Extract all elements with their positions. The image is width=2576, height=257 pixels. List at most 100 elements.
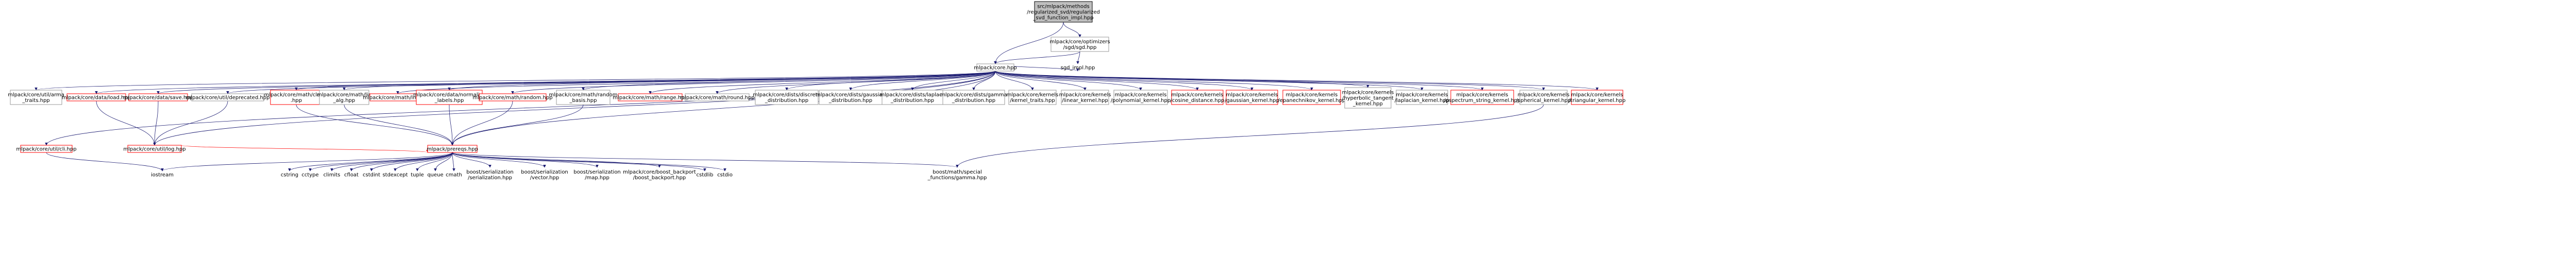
node-polynomial_kernel[interactable]: mlpack/core/kernels/polynomial_kernel.hp… (1111, 90, 1171, 105)
edge-prereqs-to-cstdint (370, 152, 453, 172)
node-prereqs[interactable]: mlpack/prereqs.hpp (427, 145, 478, 153)
node-label-line: mlpack/core/kernels (1007, 92, 1059, 98)
node-label-line: mlpack/core/math/round.hpp (680, 95, 754, 101)
node-label-line: mlpack/core/kernels (1059, 92, 1111, 98)
node-label-line: mlpack/core/util/log.hpp (123, 147, 185, 152)
node-lin[interactable]: mlpack/core/math/lin_alg.hpp (317, 90, 371, 105)
node-epanechnikov[interactable]: mlpack/core/kernels/epanechnikov_kernel.… (1278, 90, 1346, 105)
node-laplacian[interactable]: mlpack/core/kernels/laplacian_kernel.hpp (1395, 90, 1449, 105)
node-pspectrum[interactable]: mlpack/core/kernels/pspectrum_string_ker… (1444, 90, 1521, 105)
node-label-line: cstdio (717, 173, 733, 178)
node-laplace[interactable]: mlpack/core/dists/laplace_distribution.h… (879, 90, 945, 105)
node-spherical[interactable]: mlpack/core/kernels/spherical_kernel.hpp (1516, 90, 1571, 105)
node-label-line: cctype (301, 173, 318, 178)
node-label-line: mlpack/prereqs.hpp (427, 147, 478, 152)
node-cstdio: cstdio (717, 173, 733, 178)
node-gaussian_kernel[interactable]: mlpack/core/kernels/gaussian_kernel.hpp (1225, 90, 1279, 105)
node-round[interactable]: mlpack/core/math/round.hpp (680, 93, 755, 101)
node-box (755, 90, 819, 105)
node-cosine[interactable]: mlpack/core/kernels/cosine_distance.hpp (1170, 90, 1225, 105)
node-label-line: boost/math/special (933, 169, 981, 175)
node-label-line: boost/serialization (521, 169, 568, 175)
node-cfloat: cfloat (344, 173, 359, 178)
node-label-line: /spherical_kernel.hpp (1516, 98, 1571, 104)
node-deprecated[interactable]: mlpack/core/util/deprecated.hpp (185, 93, 270, 101)
node-label-line: mlpack/core/dists/gamma (940, 92, 1007, 98)
edge-prereqs-to-cstring (288, 152, 453, 172)
edge-prereqs-to-boost_backport (452, 152, 661, 168)
node-log[interactable]: mlpack/core/util/log.hpp (123, 145, 186, 153)
node-label-line: cstring (281, 173, 298, 178)
node-stdexcept: stdexcept (382, 173, 408, 178)
node-label-line: /pspectrum_string_kernel.hpp (1444, 98, 1521, 104)
node-core[interactable]: mlpack/core.hpp (974, 63, 1017, 72)
edge-sgd-to-sgd_impl (1076, 51, 1080, 64)
node-label-line: _labels.hpp (434, 98, 464, 104)
node-label-line: _alg.hpp (333, 98, 355, 104)
edge-prereqs-to-cctype (309, 152, 453, 172)
node-box (1396, 90, 1448, 105)
node-sgd_impl: sgd_impl.hpp (1061, 65, 1095, 71)
edge-log-to-prereqs (181, 145, 429, 153)
node-cstdlib: cstdlib (697, 173, 714, 178)
node-discrete[interactable]: mlpack/core/dists/discrete_distribution.… (753, 90, 821, 105)
edge-core-to-normalize (448, 71, 996, 91)
edge-clamp-to-prereqs (296, 104, 454, 146)
node-climits: climits (324, 173, 341, 178)
node-clamp[interactable]: mlpack/core/math/clamp.hpp (264, 90, 329, 105)
node-label-line: mlpack/core/kernels (1172, 92, 1224, 98)
edge-lin-to-prereqs (344, 104, 454, 146)
node-random_basis[interactable]: mlpack/core/math/random_basis.hpp (549, 90, 618, 105)
node-label-line: _distribution.hpp (828, 98, 872, 104)
node-label-line: mlpack/core/kernels (1286, 92, 1338, 98)
edge-core-to-random_basis (582, 71, 996, 91)
node-linear_kernel[interactable]: mlpack/core/kernels/linear_kernel.hpp (1059, 90, 1111, 105)
node-label-line: .hpp (291, 98, 302, 104)
node-gamma_dist[interactable]: mlpack/core/dists/gamma_distribution.hpp (940, 90, 1007, 105)
node-label-line: iostream (151, 173, 174, 178)
node-cstdint: cstdint (363, 173, 380, 178)
node-box (976, 63, 1014, 72)
node-label-line: mlpack/core/kernels (1571, 92, 1623, 98)
node-normalize[interactable]: mlpack/core/data/normalize_labels.hpp (413, 90, 485, 105)
node-kernel_traits[interactable]: mlpack/core/kernels/kernel_traits.hpp (1007, 90, 1059, 105)
edge-core-to-lin (343, 71, 996, 91)
node-gaussian_dist[interactable]: mlpack/core/dists/gaussian_distribution.… (816, 90, 886, 105)
node-label-line: _kernel.hpp (1352, 101, 1383, 107)
edge-core-to-polynomial_kernel (995, 71, 1142, 91)
node-load[interactable]: mlpack/core/data/load.hpp (62, 93, 131, 101)
node-cli[interactable]: mlpack/core/util/cli.hpp (16, 145, 77, 153)
edge-prereqs-to-cstdlib (452, 152, 706, 172)
edge-core-to-discrete (785, 71, 996, 91)
node-sgd[interactable]: mlpack/core/optimizers/sgd/sgd.hpp (1049, 37, 1110, 52)
node-random[interactable]: mlpack/core/math/random.hpp (472, 93, 553, 101)
node-box (270, 90, 323, 105)
node-triangular[interactable]: mlpack/core/kernels/triangular_kernel.hp… (1569, 90, 1625, 105)
node-label-line: _functions/gamma.hpp (927, 175, 987, 181)
node-label-line: /regularized_svd/regularized (1027, 10, 1100, 15)
node-arma_traits[interactable]: mlpack/core/util/arma_traits.hpp (8, 90, 64, 105)
node-label-line: mlpack/core/kernels (1456, 92, 1509, 98)
node-range[interactable]: mlpack/core/math/range.hpp (613, 93, 688, 101)
node-label-line: mlpack/core/dists/laplace (879, 92, 945, 98)
node-save[interactable]: mlpack/core/data/save.hpp (123, 93, 193, 101)
node-box (1282, 90, 1341, 105)
node-hyperbolic[interactable]: mlpack/core/kernels/hyperbolic_tangent_k… (1342, 87, 1394, 109)
edge-core-to-triangular (995, 71, 1599, 91)
edge-core-to-gaussian_dist (849, 71, 996, 91)
node-box (882, 90, 943, 105)
node-boost_gamma: boost/math/special_functions/gamma.hpp (927, 169, 987, 181)
file-nodes: src/mlpack/methods/regularized_svd/regul… (8, 1, 1625, 181)
edge-prereqs-to-tuple (416, 152, 453, 172)
node-cmath: cmath (446, 173, 462, 178)
node-box (1034, 1, 1093, 23)
node-label-line: /cosine_distance.hpp (1170, 98, 1224, 104)
edge-core-to-cli (45, 71, 996, 146)
node-box (685, 93, 750, 101)
edge-core-to-cosine (995, 71, 1199, 91)
edge-core-to-laplacian (995, 71, 1423, 91)
edge-random-to-prereqs (451, 100, 513, 146)
node-boost_backport: mlpack/core/boost_backport/boost_backpor… (623, 169, 696, 181)
node-label-line: src/mlpack/methods (1037, 4, 1089, 10)
node-boost_vec: boost/serialization/vector.hpp (521, 169, 568, 181)
